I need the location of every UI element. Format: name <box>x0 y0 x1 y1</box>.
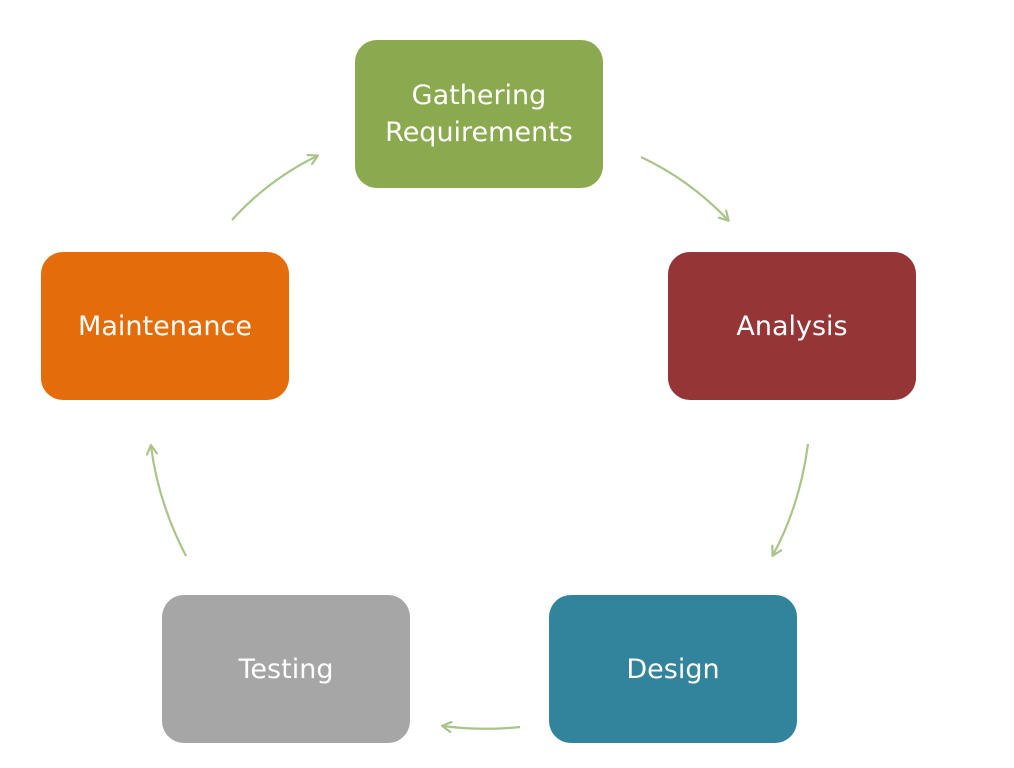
arrow-maintenance-to-gathering <box>231 156 317 221</box>
arrow-testing-to-maintenance <box>151 446 187 557</box>
node-maintenance: Maintenance <box>41 252 289 400</box>
arrow-gathering-to-analysis <box>640 156 728 220</box>
node-design: Design <box>549 595 797 743</box>
node-testing: Testing <box>162 595 410 743</box>
arrow-design-to-testing <box>443 726 521 729</box>
node-gathering-requirements: Gathering Requirements <box>355 40 603 188</box>
node-analysis: Analysis <box>668 252 916 400</box>
arrow-analysis-to-design <box>773 443 810 555</box>
